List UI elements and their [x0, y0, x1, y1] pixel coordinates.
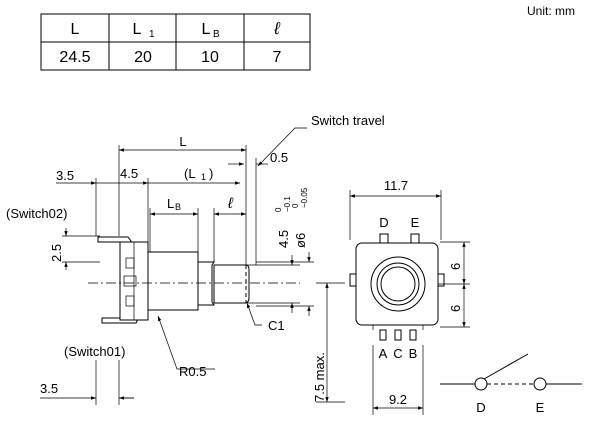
- switch-lever: [483, 353, 529, 380]
- switch-travel-label: Switch travel: [311, 113, 385, 128]
- table-value-LB: 10: [201, 49, 219, 66]
- dim-6-lower-label: 6: [448, 305, 463, 312]
- dim-4-5-label: 4.5: [120, 166, 138, 181]
- front-view: 11.7 D E A C B 6 6 9.2: [349, 178, 470, 415]
- switch-contact-D: [474, 377, 488, 391]
- unit-label: Unit: mm: [527, 4, 575, 18]
- dim-9-2-label: 9.2: [389, 392, 407, 407]
- table-header-LB-subscript: B: [213, 29, 220, 40]
- pin-D-label: D: [379, 215, 388, 230]
- dimension-table: L L 1 L B ℓ 24.5 20 10 7: [40, 13, 311, 71]
- dim-0-5-label: 0.5: [270, 150, 288, 165]
- c1-label: C1: [268, 318, 285, 333]
- dim-6-upper-label: 6: [448, 263, 463, 270]
- dim-4-5-vertical: 4.5: [276, 230, 291, 248]
- dim-11-7-label: 11.7: [384, 178, 408, 193]
- pin-C-label: C: [393, 346, 402, 361]
- r05-label: R0.5: [179, 364, 206, 379]
- dim-L1-sub: 1: [201, 172, 206, 182]
- dim-L1-close: ): [209, 166, 213, 181]
- side-view: Switch travel L 0.5 3.5 4.5 (L 1 ) L B ℓ: [6, 113, 385, 405]
- pin-A-label: A: [379, 346, 388, 361]
- dim-L-label: L: [179, 134, 186, 149]
- table-value-L1: 20: [134, 49, 152, 66]
- pin-E-label: E: [411, 215, 420, 230]
- pin-C: [394, 329, 402, 341]
- dim-dia6-label: ø6: [293, 233, 308, 248]
- switch02-label: (Switch02): [6, 206, 67, 221]
- table-value-L: 24.5: [59, 49, 90, 66]
- dim-LB-main: L: [167, 196, 174, 211]
- switch-label-D: D: [476, 400, 485, 415]
- switch-label-E: E: [536, 400, 545, 415]
- tol-4-5-lower: −0.1: [283, 196, 292, 212]
- dim-2-5-label: 2.5: [49, 244, 64, 262]
- pin-B-label: B: [409, 346, 418, 361]
- encoder-housing-front: [355, 242, 439, 326]
- dim-L1-open: (L: [184, 166, 196, 181]
- switch01-label: (Switch01): [64, 344, 125, 359]
- dim-7-5max-label: 7.5 max.: [312, 352, 327, 402]
- dim-3-5-bottom-label: 3.5: [40, 381, 58, 396]
- dim-3-5-top-label: 3.5: [56, 168, 74, 183]
- pin-A: [379, 329, 387, 341]
- pin-B: [409, 329, 417, 341]
- dim-LB-sub: B: [175, 202, 181, 212]
- table-header-ell: ℓ: [273, 19, 280, 38]
- dim-ell-label: ℓ: [227, 195, 234, 212]
- tol-dia6-lower: −0.05: [300, 187, 309, 208]
- table-header-L1: L: [133, 21, 142, 38]
- table-value-ell: 7: [273, 49, 282, 66]
- table-header-L: L: [71, 21, 80, 38]
- tol-4-5-upper: 0: [274, 207, 283, 212]
- switch-symbol: D E: [440, 353, 582, 415]
- table-header-L1-subscript: 1: [149, 29, 155, 40]
- tol-dia6-upper: 0: [291, 203, 300, 208]
- switch-contact-E: [533, 377, 547, 391]
- table-header-LB: L: [202, 21, 211, 38]
